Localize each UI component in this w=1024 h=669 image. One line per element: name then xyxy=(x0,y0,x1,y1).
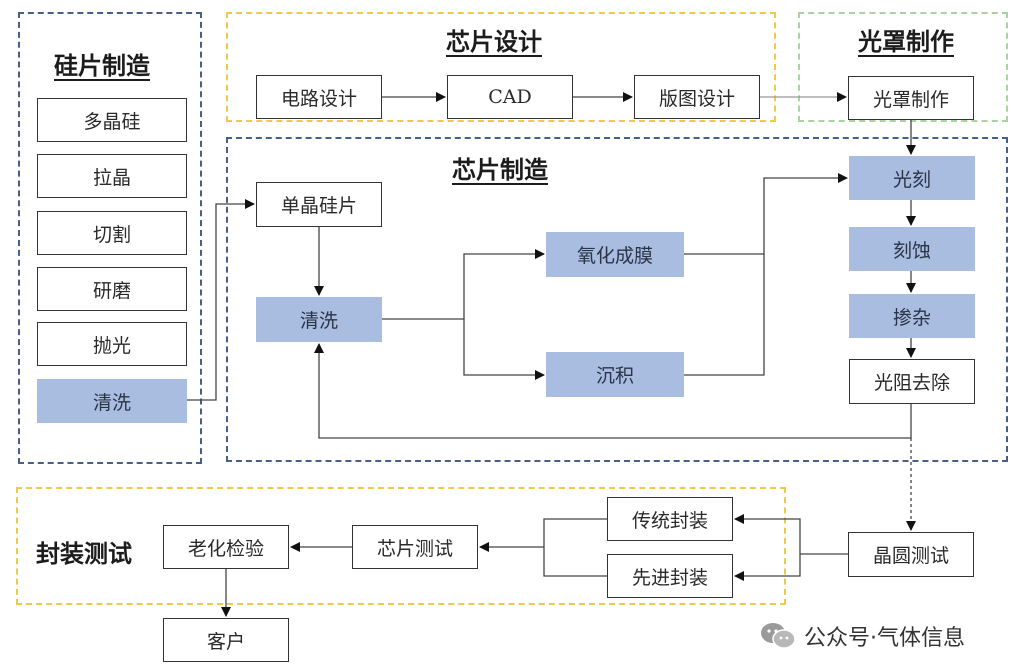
design-region xyxy=(226,12,776,122)
step-wafer-test: 晶圆测试 xyxy=(848,532,974,577)
step-wafer-cleaning: 清洗 xyxy=(37,379,187,423)
step-circuit-design: 电路设计 xyxy=(256,75,382,119)
step-customer: 客户 xyxy=(163,618,289,662)
mask-region xyxy=(798,12,1008,122)
fab-region xyxy=(226,137,1008,462)
line-deposition-to-litho xyxy=(684,254,765,376)
wafer-title: 硅片制造 xyxy=(54,51,150,80)
step-slicing: 切割 xyxy=(37,211,187,255)
step-chip-test: 芯片测试 xyxy=(352,525,478,569)
wafer-region xyxy=(18,12,202,464)
arrow-wafer-test-to-traditional xyxy=(734,514,848,555)
arrow-wafer-clean-to-single xyxy=(187,199,255,401)
step-deposition: 沉积 xyxy=(546,352,684,397)
arrow-wafer-test-to-advanced xyxy=(734,554,801,581)
step-photoresist-removal: 光阻去除 xyxy=(849,359,975,404)
step-layout-design: 版图设计 xyxy=(634,75,760,119)
step-crystal-pulling: 拉晶 xyxy=(37,154,187,198)
step-single-crystal-wafer: 单晶硅片 xyxy=(256,182,382,227)
watermark-text: 公众号·气体信息 xyxy=(804,626,965,651)
arrow-oxidation-to-litho xyxy=(684,173,848,255)
mask-title: 光罩制作 xyxy=(858,27,954,56)
arrow-clean-to-oxidation xyxy=(382,249,545,320)
step-advanced-packaging: 先进封装 xyxy=(607,554,733,598)
wechat-icon xyxy=(760,621,796,651)
step-lithography: 光刻 xyxy=(849,156,975,200)
arrow-loop-to-clean xyxy=(314,343,912,439)
fab-title: 芯片制造 xyxy=(452,155,548,184)
step-burn-in-inspection: 老化检验 xyxy=(163,525,289,569)
step-fab-cleaning: 清洗 xyxy=(256,297,382,342)
step-etching: 刻蚀 xyxy=(849,227,975,271)
step-traditional-packaging: 传统封装 xyxy=(607,497,733,541)
arrow-clean-to-deposition xyxy=(463,319,545,380)
step-grinding: 研磨 xyxy=(37,267,187,311)
package-title: 封装测试 xyxy=(36,539,132,568)
step-polysilicon: 多晶硅 xyxy=(37,98,187,142)
design-title: 芯片设计 xyxy=(446,27,542,56)
watermark: 公众号·气体信息 xyxy=(760,620,965,652)
step-polishing: 抛光 xyxy=(37,322,187,366)
step-cad: CAD xyxy=(447,75,573,119)
step-oxidation: 氧化成膜 xyxy=(546,232,684,277)
package-region xyxy=(16,487,786,605)
line-packaging-merge xyxy=(543,518,607,577)
step-doping: 掺杂 xyxy=(849,294,975,338)
step-mask-making: 光罩制作 xyxy=(848,76,974,120)
